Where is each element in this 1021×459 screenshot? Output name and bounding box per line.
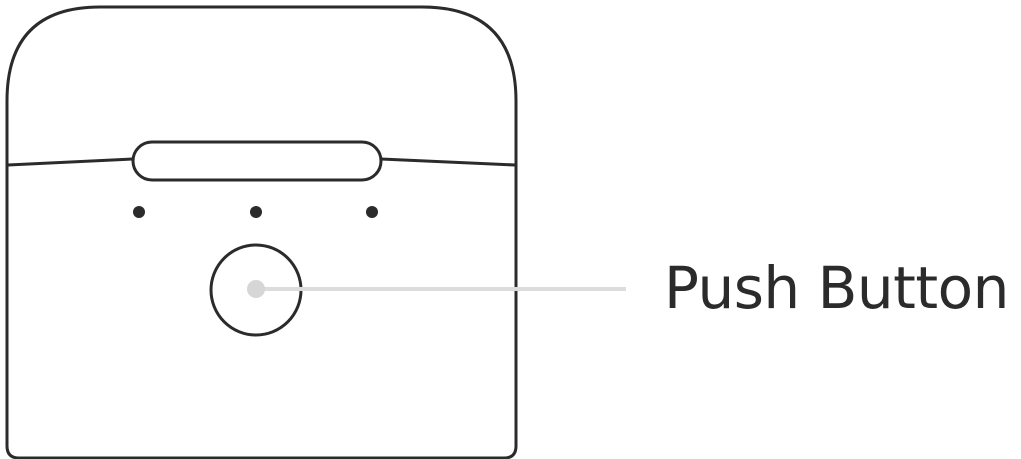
- led-indicator-icon: [366, 206, 378, 218]
- push-button-label: Push Button: [664, 254, 1009, 322]
- led-indicator-icon: [250, 206, 262, 218]
- led-indicators: [133, 206, 378, 218]
- case-body-outline: [5, 5, 518, 459]
- led-indicator-icon: [133, 206, 145, 218]
- charging-slot: [131, 140, 383, 182]
- callout-leader-dot: [247, 280, 265, 298]
- lid-seam-line-left: [7, 157, 134, 167]
- lid-seam-line-right: [380, 157, 516, 167]
